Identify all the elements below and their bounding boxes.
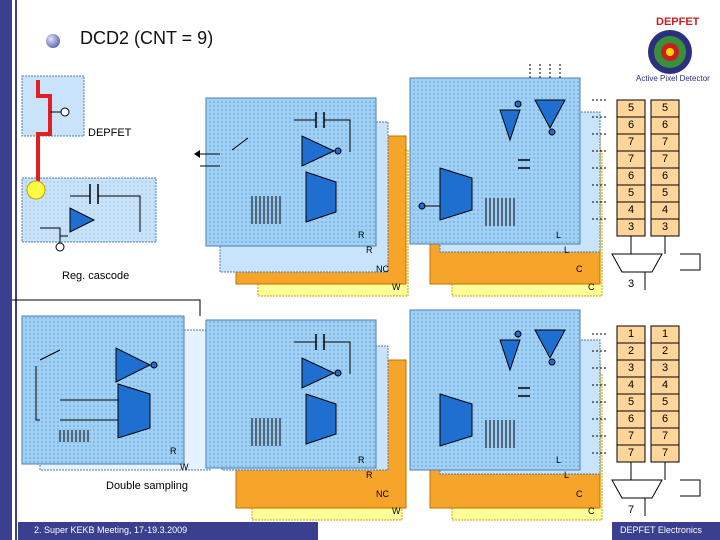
- lower-amp-icon: [301, 357, 336, 389]
- depfet-logo: DEPFET Active Pixel Detector: [632, 16, 714, 86]
- top-table-b-2: 7: [661, 136, 669, 148]
- top-table-a-5: 5: [627, 187, 635, 199]
- logo-top-text: DEPFET: [656, 16, 700, 28]
- footer-meeting-text: 2. Super KEKB Meeting, 17-19.3.2009: [34, 525, 188, 535]
- label-c-4: C: [588, 506, 595, 516]
- label-nc-2: NC: [376, 489, 389, 499]
- sidebar-stripe: [12, 0, 15, 540]
- bottom-table-a-6: 7: [627, 430, 635, 442]
- lower-right-amp-icon: [499, 339, 521, 372]
- title-bullet-icon: [46, 34, 60, 48]
- label-c-1: C: [576, 264, 583, 274]
- top-table-a-2: 7: [627, 136, 635, 148]
- lower-right-group: [409, 309, 603, 521]
- bottom-table-a-3: 4: [627, 379, 635, 391]
- top-table-a-7: 3: [627, 221, 635, 233]
- top-table-b-6: 4: [661, 204, 669, 216]
- ds-mux-icon: [117, 383, 151, 439]
- top-table-b-1: 6: [661, 119, 669, 131]
- bottom-table-a-2: 3: [627, 362, 635, 374]
- bottom-table-b-3: 4: [661, 379, 669, 391]
- depfet-cell-top: [21, 75, 85, 137]
- reg-cascode-label: Reg. cascode: [62, 270, 130, 282]
- page-title: DCD2 (CNT = 9): [80, 28, 214, 48]
- label-w-1: W: [392, 282, 401, 292]
- top-table-grid: [611, 99, 701, 290]
- upper-amp-icon: [301, 135, 336, 167]
- bottom-table-b-4: 5: [661, 396, 669, 408]
- top-table-b-5: 5: [661, 187, 669, 199]
- depfet-label: DEPFET: [88, 127, 132, 139]
- bottom-table-b-1: 2: [661, 345, 669, 357]
- label-r-2: R: [366, 245, 373, 255]
- upper-middle-panel: [205, 97, 377, 247]
- depfet-yellow-node-icon: [26, 180, 46, 200]
- top-table-b-7: 3: [661, 221, 669, 233]
- top-table-a-4: 6: [627, 170, 635, 182]
- upper-middle-group: [194, 97, 409, 297]
- top-mux-icon: [611, 253, 663, 273]
- bottom-table-a-4: 5: [627, 396, 635, 408]
- logo-bottom-text: Active Pixel Detector: [636, 74, 710, 83]
- bottom-table-a-1: 2: [627, 345, 635, 357]
- bottom-mux-icon: [611, 479, 663, 499]
- sidebar-stripe-inner: [15, 0, 17, 540]
- upper-mux-icon: [305, 171, 337, 223]
- double-sampling-block: [12, 299, 211, 471]
- label-l-1: L: [556, 230, 562, 240]
- bottom-table-b-7: 7: [661, 447, 669, 459]
- lower-middle-group: [205, 319, 407, 521]
- label-r-1: R: [358, 230, 365, 240]
- top-table-b-4: 6: [661, 170, 669, 182]
- bottom-table-b-0: 1: [661, 328, 669, 340]
- label-l-2: L: [564, 245, 570, 255]
- bottom-mux-output: 7: [627, 504, 635, 516]
- depfet-pixel-group: [21, 75, 157, 252]
- label-r-3: R: [170, 446, 177, 456]
- bottom-table-b-6: 7: [661, 430, 669, 442]
- lower-middle-panel: [205, 319, 377, 469]
- label-l-4: L: [564, 470, 570, 480]
- upper-right-amp-icon: [499, 109, 521, 142]
- footer-right-bar: DEPFET Electronics: [612, 522, 720, 540]
- label-c-3: C: [576, 489, 583, 499]
- ds-amp-icon: [115, 347, 152, 383]
- left-sidebar-bar: [0, 0, 17, 540]
- label-w-3: W: [392, 506, 401, 516]
- upper-right-group: [409, 64, 603, 297]
- top-table-a-0: 5: [627, 102, 635, 114]
- lower-mux-icon: [305, 393, 337, 445]
- top-table-a-3: 7: [627, 153, 635, 165]
- reg-cascode-amp-icon: [69, 207, 96, 233]
- footer-title-text: DEPFET Electronics: [620, 525, 702, 535]
- upper-right-mux-icon: [439, 167, 473, 221]
- label-c-2: C: [588, 282, 595, 292]
- double-sampling-panel: [21, 315, 185, 465]
- top-table-a-6: 4: [627, 204, 635, 216]
- depfet-node-icon: [60, 107, 70, 117]
- top-table-a-1: 6: [627, 119, 635, 131]
- top-table-b-3: 7: [661, 153, 669, 165]
- label-nc-1: NC: [376, 264, 389, 274]
- bottom-table-b-2: 3: [661, 362, 669, 374]
- bottom-table-a-5: 6: [627, 413, 635, 425]
- top-mux-output: 3: [627, 278, 635, 290]
- lower-right-mux-icon: [439, 393, 473, 447]
- bottom-table-a-7: 7: [627, 447, 635, 459]
- top-table-b-0: 5: [661, 102, 669, 114]
- footer-left-bar: 2. Super KEKB Meeting, 17-19.3.2009: [18, 522, 318, 540]
- bottom-table-b-5: 6: [661, 413, 669, 425]
- label-l-3: L: [556, 455, 562, 465]
- label-r-5: R: [366, 470, 373, 480]
- label-r-4: R: [358, 455, 365, 465]
- depfet-logo-icon: [648, 30, 692, 74]
- bottom-table-a-0: 1: [627, 328, 635, 340]
- label-w-2: W: [180, 462, 189, 472]
- bottom-table-grid: [611, 325, 701, 516]
- double-sampling-label: Double sampling: [106, 480, 188, 492]
- depfet-red-line: [36, 80, 52, 186]
